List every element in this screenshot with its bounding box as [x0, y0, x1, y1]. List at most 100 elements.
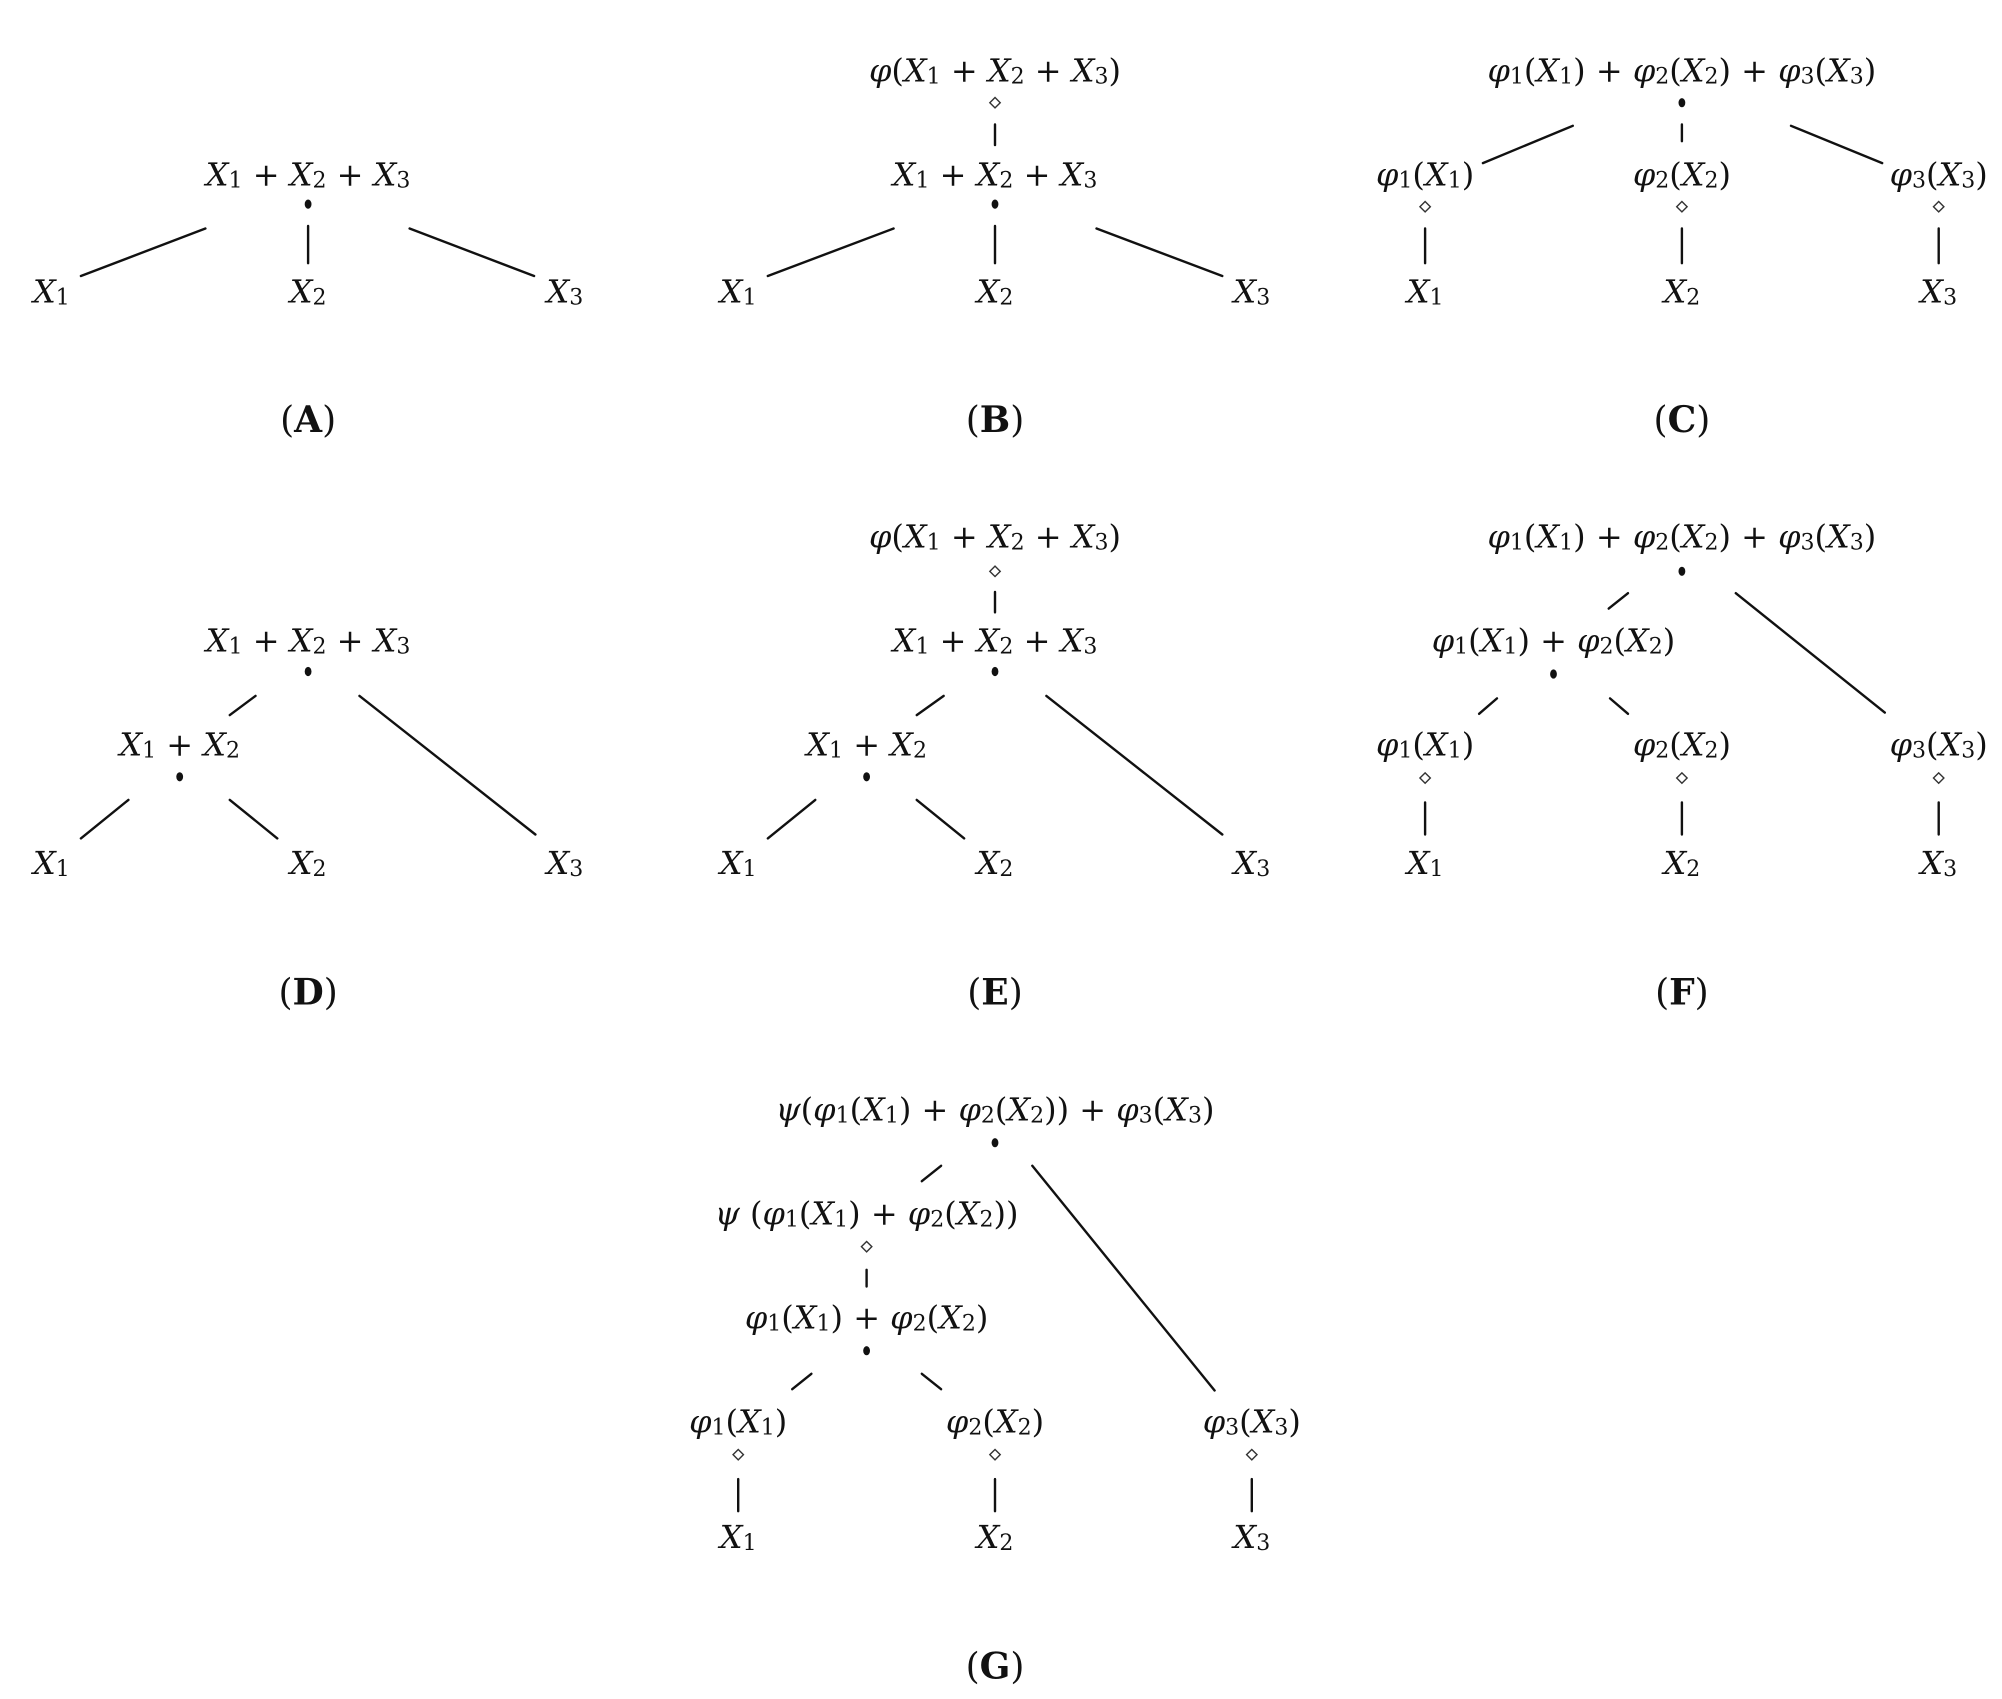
sum-node-dot	[1678, 566, 1686, 576]
function-node-diamond	[1932, 200, 1945, 213]
edge-s-to-f1	[1481, 124, 1575, 165]
function-node-diamond	[1418, 771, 1432, 785]
node-label-f1: φ1(X1)	[1376, 726, 1474, 764]
node-label-s: X1 + X2 + X3	[890, 622, 1098, 660]
node-label-f3: φ3(X3)	[1203, 1402, 1301, 1440]
node-label-x1: X1	[717, 844, 757, 882]
function-node-diamond	[1675, 771, 1689, 785]
edge-s12-to-x1	[766, 798, 817, 840]
node-label-x1: X1	[1404, 844, 1444, 882]
node-label-s12: φ1(X1) + φ2(X2)	[1432, 622, 1675, 660]
node-label-s: ψ(φ1(X1) + φ2(X2)) + φ3(X3)	[776, 1090, 1215, 1128]
edge-s-to-s12	[228, 694, 257, 717]
sum-node-dot	[304, 666, 312, 677]
edge-s-to-x3	[358, 694, 537, 836]
node-label-x1: X1	[30, 272, 70, 310]
panel-label-b: (B)	[966, 399, 1025, 441]
function-node-diamond	[1932, 771, 1945, 785]
node-label-x2: X2	[1661, 272, 1701, 310]
sum-node-dot	[1678, 98, 1686, 108]
node-label-s: X1 + X2 + X3	[203, 156, 411, 194]
node-label-x2: X2	[287, 844, 327, 882]
node-label-x2: X2	[974, 1518, 1014, 1556]
function-node-diamond	[988, 96, 1002, 109]
node-label-x3: X3	[1230, 1518, 1270, 1556]
node-label-x3: X3	[1230, 272, 1270, 310]
panel-e: φ(X1 + X2 + X3) X1 + X2 + X3 X1 + X2 X1 X2 X3…	[717, 518, 1270, 1014]
node-label-f2: φ2(X2)	[1633, 726, 1731, 764]
function-node-diamond	[732, 1448, 745, 1461]
panel-d: X1 + X2 + X3 X1 + X2 X1 X2 X3 (D)	[30, 622, 583, 1014]
edge-s12-to-x2	[915, 798, 966, 840]
panel-c: φ1(X1) + φ2(X2) + φ3(X3)φ1(X1)φ2(X2)φ3(X…	[1376, 52, 1988, 441]
node-label-f2: φ2(X2)	[1633, 156, 1731, 194]
edge-s-to-x3	[408, 227, 536, 278]
node-label-x1: X1	[717, 1518, 757, 1556]
node-label-x3: X3	[544, 844, 584, 882]
edge-s-to-f3	[1031, 1164, 1216, 1392]
sum-node-dot	[176, 772, 184, 782]
panel-label-g: (G)	[966, 1646, 1025, 1688]
node-label-x1: X1	[1404, 272, 1444, 310]
node-label-f2: φ2(X2)	[946, 1402, 1044, 1440]
node-label-f1: φ1(X1)	[1376, 156, 1474, 194]
panel-label-e: (E)	[967, 972, 1023, 1014]
sum-node-dot	[1550, 669, 1557, 679]
node-label-f: φ(X1 + X2 + X3)	[869, 52, 1121, 90]
function-node-diamond	[988, 1448, 1002, 1461]
node-label-s: X1 + X2 + X3	[890, 156, 1098, 194]
node-label-x3: X3	[1230, 844, 1270, 882]
sum-node-dot	[991, 199, 999, 209]
panel-g: ψ(φ1(X1) + φ2(X2)) + φ3(X3) ψ (φ1(X1) + φ…	[689, 1090, 1301, 1687]
node-label-x1: X1	[30, 844, 70, 882]
panel-f: φ1(X1) + φ2(X2) + φ3(X3) φ1(X1) + φ2(X2) φ…	[1376, 518, 1988, 1014]
node-label-s12: φ1(X1) + φ2(X2)	[745, 1298, 988, 1336]
function-node-diamond	[1418, 200, 1432, 213]
node-label-x3: X3	[1917, 272, 1957, 310]
node-label-f: φ(X1 + X2 + X3)	[869, 518, 1121, 556]
function-node-diamond	[1675, 200, 1689, 213]
edge-s12-to-f1	[1477, 697, 1499, 715]
edge-s-to-f3	[1789, 124, 1884, 165]
panel-label-c: (C)	[1654, 399, 1711, 441]
function-node-diamond	[860, 1240, 873, 1253]
node-label-psi: ψ (φ1(X1) + φ2(X2))	[715, 1194, 1019, 1232]
edge-s-to-x3	[1095, 227, 1224, 278]
edge-s12-to-x1	[79, 798, 130, 840]
edge-s-to-x1	[766, 227, 895, 278]
edge-s-to-x1	[79, 227, 207, 278]
node-label-x3: X3	[1917, 844, 1957, 882]
node-label-x2: X2	[287, 272, 327, 310]
node-label-x2: X2	[1661, 844, 1701, 882]
sum-node-dot	[863, 1346, 870, 1356]
panel-label-d: (D)	[278, 972, 337, 1014]
panel-label-f: (F)	[1655, 972, 1709, 1014]
node-label-s12: X1 + X2	[116, 726, 240, 764]
node-label-s: X1 + X2 + X3	[203, 622, 411, 660]
edge-s-to-s12	[1607, 592, 1630, 610]
node-label-s: φ1(X1) + φ2(X2) + φ3(X3)	[1488, 52, 1877, 90]
node-label-x2: X2	[974, 844, 1014, 882]
edge-s12-to-f2	[920, 1372, 943, 1391]
node-label-f1: φ1(X1)	[689, 1402, 787, 1440]
edge-s-to-x3	[1045, 694, 1224, 836]
node-label-s: φ1(X1) + φ2(X2) + φ3(X3)	[1488, 518, 1877, 556]
node-label-x3: X3	[544, 272, 584, 310]
edge-s12-to-x2	[228, 798, 279, 840]
edge-s-to-s12	[915, 694, 945, 717]
sum-node-dot	[863, 772, 870, 782]
node-label-x1: X1	[717, 272, 757, 310]
edge-s-to-f3	[1734, 592, 1887, 714]
edge-s12-to-f1	[791, 1372, 813, 1391]
function-node-diamond	[988, 565, 1002, 578]
node-label-f3: φ3(X3)	[1890, 726, 1988, 764]
sum-node-dot	[304, 199, 312, 209]
node-label-s12: X1 + X2	[803, 726, 927, 764]
edge-s-to-psi	[920, 1164, 943, 1183]
sum-node-dot	[991, 1138, 999, 1148]
edge-s12-to-f2	[1608, 697, 1630, 715]
sum-node-dot	[991, 666, 999, 677]
